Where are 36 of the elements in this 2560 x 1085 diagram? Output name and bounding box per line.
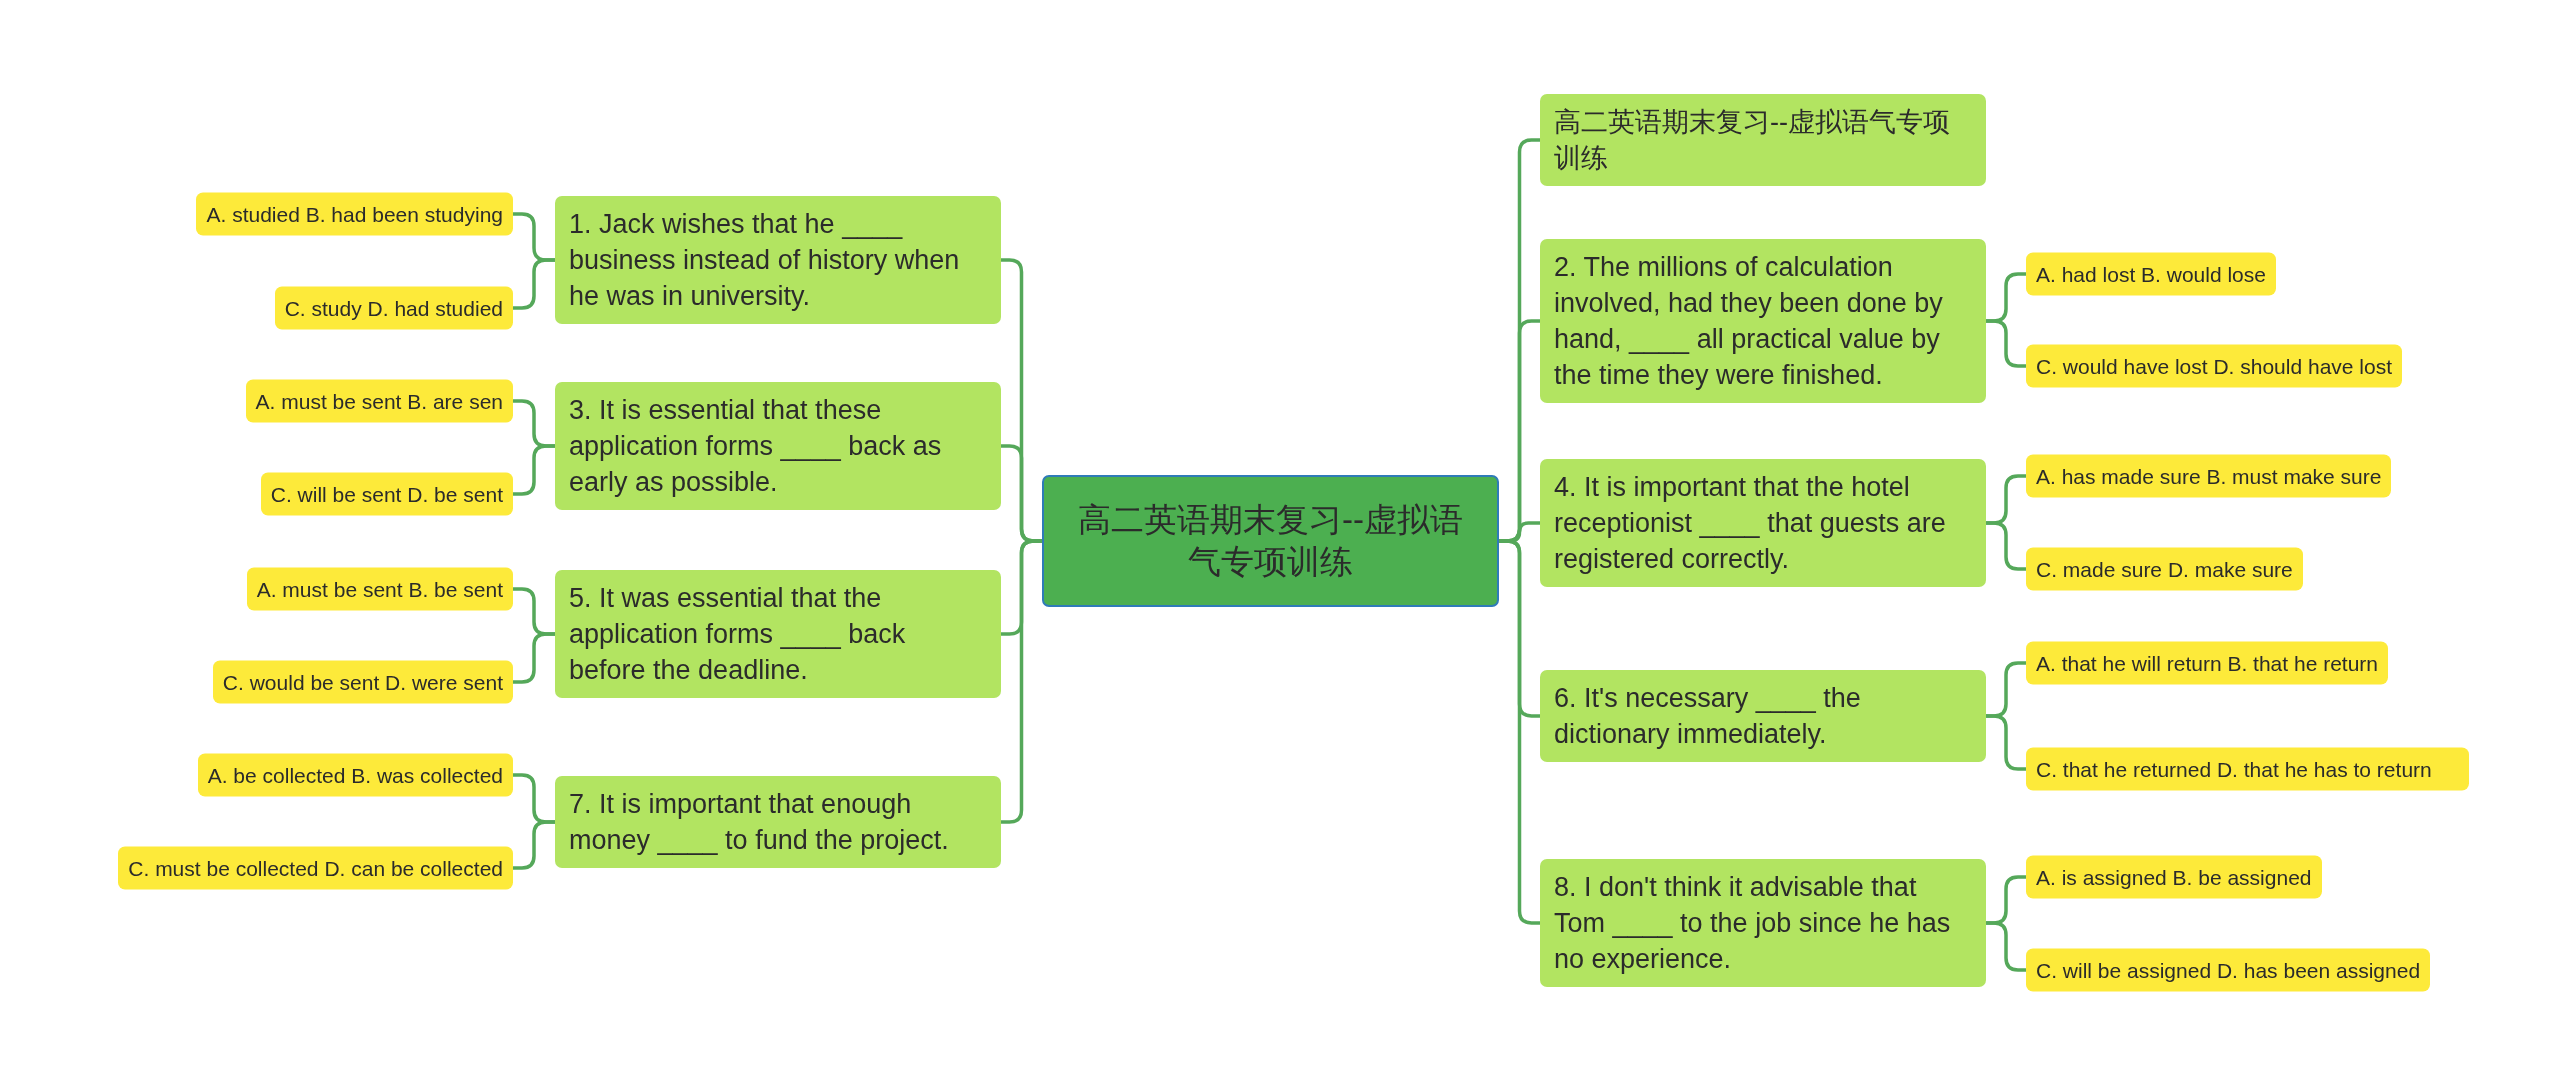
question-box: 1. Jack wishes that he ____ business instead of history when he was in university. [555, 196, 1001, 324]
central-topic-box: 高二英语期末复习--虚拟语气专项训练 [1042, 475, 1499, 607]
question-box: 2. The millions of calculation involved, had they been done by hand, ____ all practical value by the time they were finished. [1540, 239, 1986, 403]
option-box: C. would have lost D. should have lost [2026, 344, 2403, 388]
option-box: C. will be assigned D. has been assigned [2026, 948, 2431, 992]
topic-box: 高二英语期末复习--虚拟语气专项训练 [1540, 94, 1986, 186]
option-box: A. studied B. had been studying [196, 192, 513, 236]
connector-line [513, 820, 555, 870]
connector-line [1001, 539, 1042, 824]
option-box: C. study D. had studied [274, 286, 513, 330]
option-box: C. would be sent D. were sent [212, 660, 513, 704]
connector-line [1986, 921, 2026, 972]
question-box: 4. It is important that the hotel receptionist ____ that guests are registered correctly. [1540, 459, 1986, 587]
connector-line [1499, 539, 1540, 925]
option-box: A. is assigned B. be assigned [2026, 855, 2322, 899]
option-box: A. that he will return B. that he return [2026, 641, 2388, 685]
question-box: 5. It was essential that the application forms ____ back before the deadline. [555, 570, 1001, 698]
option-box: C. must be collected D. can be collected [118, 846, 513, 890]
connector-line [513, 632, 555, 684]
connector-line [1986, 714, 2026, 771]
option-box: A. must be sent B. are sen [245, 379, 513, 423]
question-box: 8. I don't think it advisable that Tom ____ to the job since he has no experience. [1540, 859, 1986, 987]
question-box: 7. It is important that enough money ____ to fund the project. [555, 776, 1001, 868]
option-box: A. must be sent B. be sent [246, 567, 513, 611]
option-box: C. will be sent D. be sent [260, 472, 513, 516]
connector-line [513, 444, 555, 496]
question-box: 6. It's necessary ____ the dictionary immediately. [1540, 670, 1986, 762]
option-box: A. had lost B. would lose [2026, 252, 2276, 296]
question-box: 3. It is essential that these application forms ____ back as early as possible. [555, 382, 1001, 510]
option-box: A. has made sure B. must make sure [2026, 454, 2392, 498]
option-box: A. be collected B. was collected [197, 753, 513, 797]
connector-line [513, 258, 555, 310]
connector-line [1986, 319, 2026, 368]
option-box: C. that he returned D. that he has to return [2026, 747, 2469, 791]
option-box: C. made sure D. make sure [2026, 547, 2303, 591]
connector-line [1986, 521, 2026, 571]
